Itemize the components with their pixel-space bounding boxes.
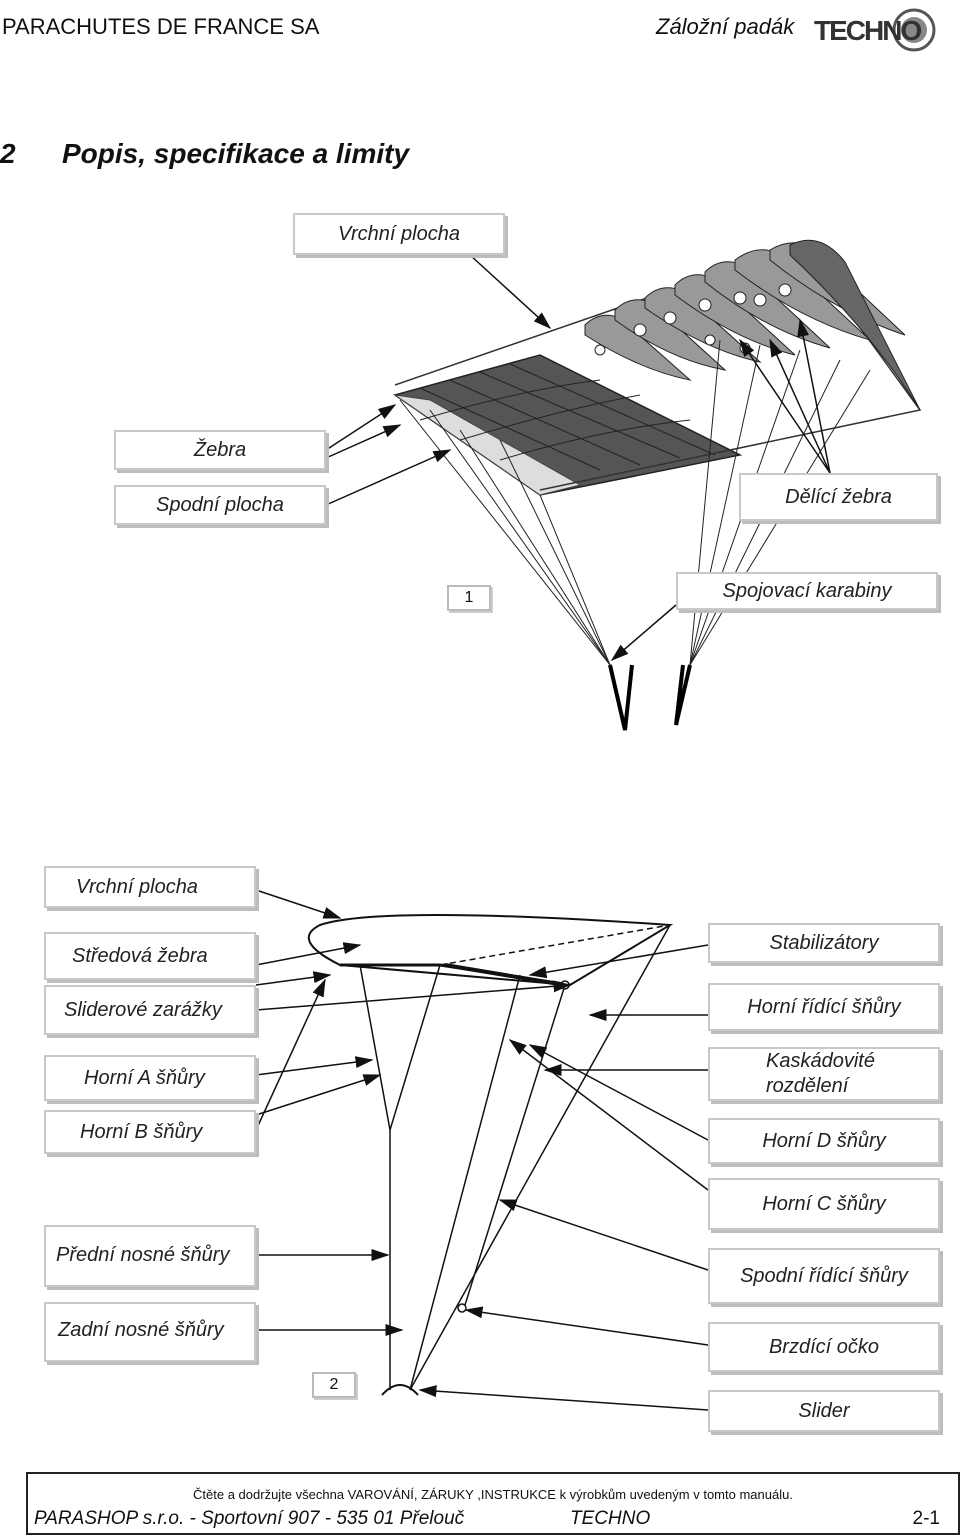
wing-perspective-drawing: [393, 239, 922, 731]
label-top-surface-2: Vrchní plocha: [44, 866, 256, 908]
label-bottom-surface: Spodní plocha: [114, 485, 326, 525]
company-name: PARACHUTES DE FRANCE SA: [2, 14, 320, 39]
product-name: Záložní padák: [656, 14, 795, 39]
label-slider: Slider: [708, 1390, 940, 1432]
footer-address: PARASHOP s.r.o. - Sportovní 907 - 535 01…: [34, 1508, 465, 1529]
footer-product: TECHNO: [570, 1508, 651, 1529]
footer-notice: Čtěte a dodržujte všechna VAROVÁNÍ, ZÁRU…: [193, 1487, 793, 1502]
label-upper-a-lines: Horní A šňůry: [44, 1055, 256, 1101]
label-dividing-ribs: Dělící žebra: [739, 473, 938, 521]
label-rear-risers: Zadní nosné šňůry: [44, 1302, 256, 1362]
label-cascade: Kaskádovité rozdělení: [708, 1047, 940, 1101]
label-front-risers: Přední nosné šňůry: [44, 1225, 256, 1287]
label-cascade-line1: Kaskádovité: [766, 1050, 875, 1072]
label-stabilizers: Stabilizátory: [708, 923, 940, 963]
figure-1-number: 1: [447, 585, 491, 611]
footer-page-number: 2-1: [912, 1508, 940, 1529]
canopy-cross-section-drawing: [307, 914, 674, 1396]
label-cascade-line2: rozdělení: [766, 1075, 849, 1097]
page-footer: Čtěte a dodržujte všechna VAROVÁNÍ, ZÁRU…: [26, 1472, 960, 1535]
label-upper-d-lines: Horní D šňůry: [708, 1118, 940, 1164]
label-ribs: Žebra: [114, 430, 326, 470]
section-number: 2: [0, 138, 16, 169]
section-title-text: Popis, specifikace a limity: [62, 138, 410, 169]
svg-text:TECHNO: TECHNO: [814, 15, 921, 46]
label-slider-stops: Sliderové zarážky: [44, 985, 256, 1035]
techno-logo: TECHNO: [814, 8, 936, 52]
figure-2-number: 2: [312, 1372, 356, 1398]
label-top-surface: Vrchní plocha: [293, 213, 505, 255]
label-center-ribs: Středová žebra: [44, 932, 256, 980]
label-upper-b-lines: Horní B šňůry: [44, 1110, 256, 1154]
label-brake-loop: Brzdící očko: [708, 1322, 940, 1372]
label-connector-links: Spojovací karabiny: [676, 572, 938, 610]
label-upper-steering-lines: Horní řídící šňůry: [708, 983, 940, 1031]
section-title: 2 Popis, specifikace a limity: [0, 138, 409, 170]
label-lower-steering-lines: Spodní řídící šňůry: [708, 1248, 940, 1304]
label-upper-c-lines: Horní C šňůry: [708, 1178, 940, 1230]
